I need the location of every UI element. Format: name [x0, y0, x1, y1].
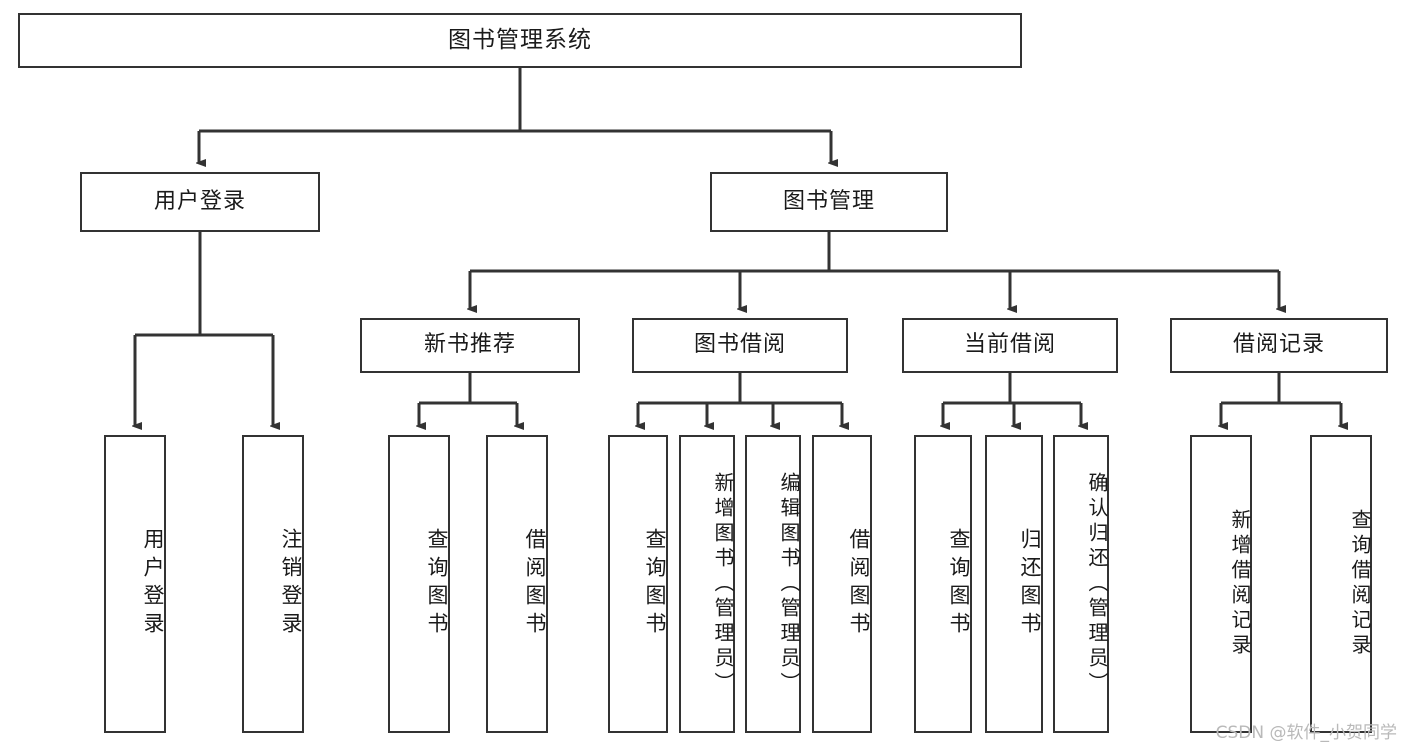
leaf-query-book-current[interactable]: 查询图书	[914, 435, 972, 733]
node-current-borrow[interactable]: 当前借阅	[902, 318, 1118, 373]
leaf-add-book-admin[interactable]: 新增图书（管理员）	[679, 435, 735, 733]
node-book-borrow[interactable]: 图书借阅	[632, 318, 848, 373]
leaf-query-book-borrow[interactable]: 查询图书	[608, 435, 668, 733]
leaf-query-book-newbooks[interactable]: 查询图书	[388, 435, 450, 733]
node-new-book-recommend[interactable]: 新书推荐	[360, 318, 580, 373]
node-root[interactable]: 图书管理系统	[18, 13, 1022, 68]
leaf-borrow-book[interactable]: 借阅图书	[812, 435, 872, 733]
node-borrow-records[interactable]: 借阅记录	[1170, 318, 1388, 373]
leaf-user-login[interactable]: 用户登录	[104, 435, 166, 733]
leaf-confirm-return-admin[interactable]: 确认归还（管理员）	[1053, 435, 1109, 733]
leaf-query-borrow-record[interactable]: 查询借阅记录	[1310, 435, 1372, 733]
node-user-login[interactable]: 用户登录	[80, 172, 320, 232]
node-book-management[interactable]: 图书管理	[710, 172, 948, 232]
leaf-borrow-book-newbooks[interactable]: 借阅图书	[486, 435, 548, 733]
leaf-return-book[interactable]: 归还图书	[985, 435, 1043, 733]
leaf-add-borrow-record[interactable]: 新增借阅记录	[1190, 435, 1252, 733]
csdn-watermark: CSDN @软件_小贺同学	[1215, 723, 1397, 743]
leaf-logout[interactable]: 注销登录	[242, 435, 304, 733]
leaf-edit-book-admin[interactable]: 编辑图书（管理员）	[745, 435, 801, 733]
